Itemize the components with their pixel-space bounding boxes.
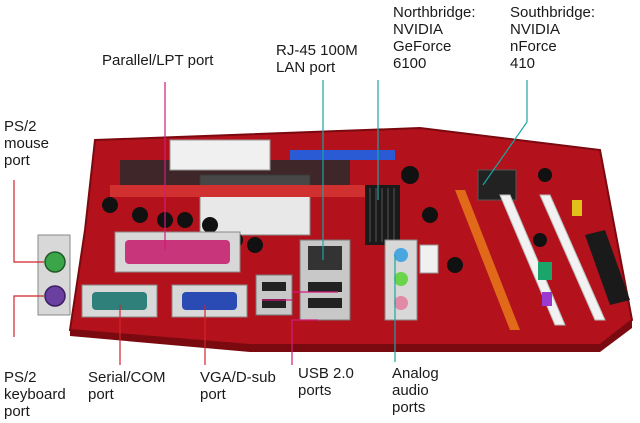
black-expansion-slot	[585, 230, 630, 305]
red-power-strip	[110, 185, 370, 197]
purple-header	[542, 292, 552, 306]
usb-stack-left	[255, 274, 293, 316]
yellow-jumper	[572, 200, 582, 216]
audio-jack-mic	[394, 296, 408, 310]
usb-port-2	[308, 298, 342, 308]
label-usb-ports: USB 2.0 ports	[298, 365, 354, 399]
label-southbridge: Southbridge: NVIDIA nForce 410	[510, 4, 596, 72]
leader-ps2-keyboard	[13, 295, 44, 337]
leader-usb	[291, 319, 318, 365]
audio-jack-line-out	[394, 272, 408, 286]
leader-ps2-mouse	[13, 180, 44, 263]
label-ps2-mouse: PS/2 mouse port	[4, 118, 50, 169]
label-northbridge: Northbridge: NVIDIA GeForce 6100	[393, 4, 476, 72]
ps2-keyboard-connector	[44, 285, 66, 307]
atx-power-connector	[169, 139, 271, 171]
label-serial-port: Serial/COM port	[88, 369, 166, 403]
usb-port-4	[262, 299, 286, 308]
pcb-edge-shadow	[70, 320, 632, 352]
ps2-mouse-connector	[44, 251, 66, 273]
vga-port-connector	[182, 292, 237, 310]
rj45-connector	[308, 246, 342, 270]
parallel-port-connector	[125, 240, 230, 264]
green-header	[538, 262, 552, 280]
pcie-x16-slot	[455, 190, 520, 330]
audio-jack-line-in	[394, 248, 408, 262]
label-audio-ports: Analog audio ports	[392, 365, 439, 416]
ide-connector	[290, 150, 350, 160]
usb-port-1	[308, 282, 342, 292]
label-ps2-keyboard: PS/2 keyboard port	[4, 369, 66, 420]
label-rj45-port: RJ-45 100M LAN port	[276, 42, 358, 76]
usb-port-3	[262, 282, 286, 291]
floppy-connector	[345, 150, 395, 160]
label-parallel-port: Parallel/LPT port	[102, 52, 214, 69]
pci-slot-2	[539, 194, 606, 321]
label-vga-port: VGA/D-sub port	[200, 369, 276, 403]
serial-port-connector	[92, 292, 147, 310]
aux-white-connector	[419, 244, 439, 274]
leader-southbridge-2	[482, 121, 528, 186]
